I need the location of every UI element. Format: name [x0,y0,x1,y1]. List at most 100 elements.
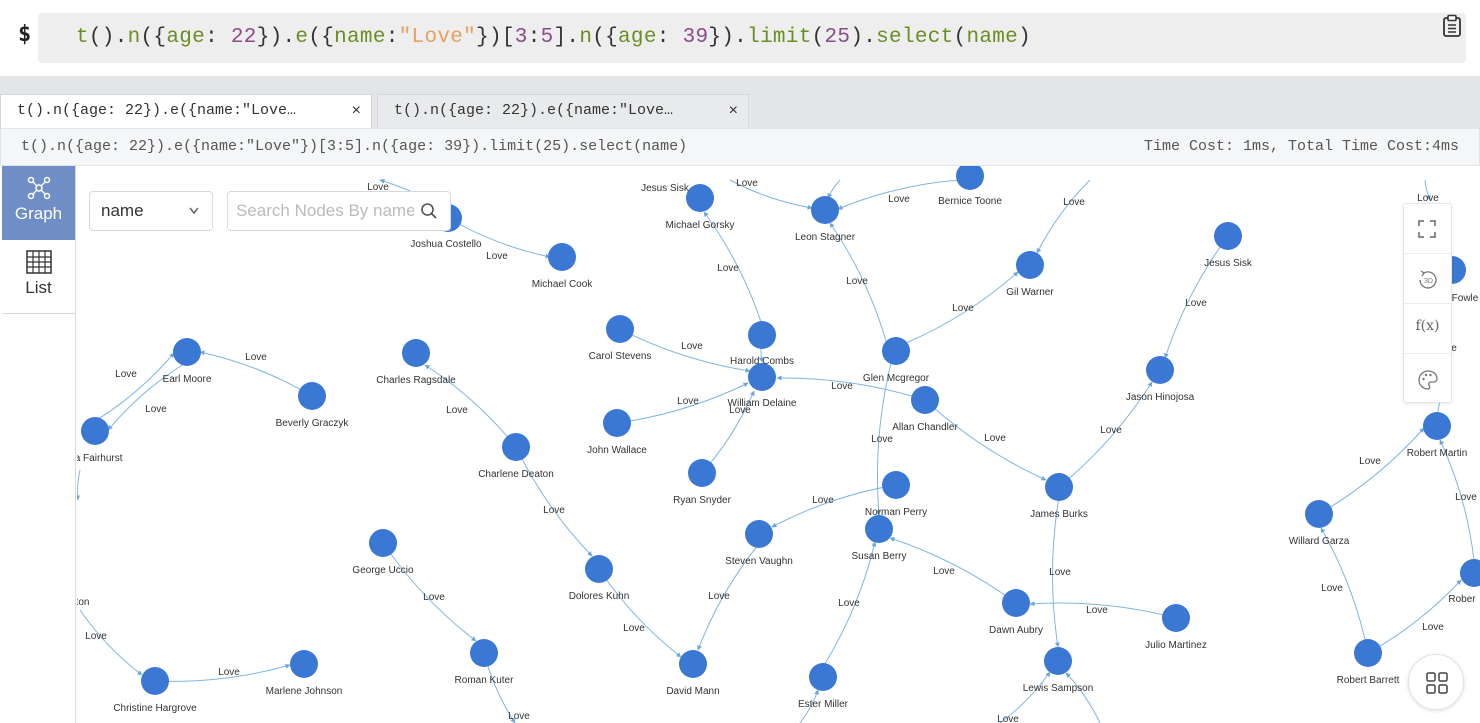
graph-node[interactable] [686,184,714,212]
view-switcher: Graph List [0,166,76,723]
graph-edge[interactable] [799,689,819,723]
graph-toolbar: 3D f(x) [1403,203,1452,403]
graph-edge[interactable] [1058,381,1153,488]
graph-node[interactable] [1162,604,1190,632]
graph-node[interactable] [606,315,634,343]
graph-edge[interactable] [822,541,877,668]
graph-edge[interactable] [829,222,887,342]
graph-edge[interactable] [697,543,760,651]
graph-edge[interactable] [703,211,763,326]
graph-edge[interactable] [776,375,926,401]
clipboard-icon[interactable] [1442,14,1464,38]
graph-node[interactable] [882,471,910,499]
graph-edge[interactable] [1065,672,1101,723]
graph-edge[interactable] [837,179,961,210]
layout-button[interactable] [1408,654,1464,710]
graph-edge[interactable] [1036,179,1091,254]
graph-edge[interactable] [1318,427,1425,515]
graph-node[interactable] [1460,559,1480,587]
graph-edge[interactable] [1164,235,1229,359]
graph-edge[interactable] [154,663,291,682]
graph-edge[interactable] [1424,179,1431,201]
graph-edge[interactable] [729,179,813,210]
graph-node[interactable] [956,166,984,190]
fullscreen-button[interactable] [1404,204,1451,254]
graph-node[interactable] [865,515,893,543]
graph-node[interactable] [470,639,498,667]
graph-edge[interactable] [771,484,897,528]
graph-node[interactable] [1016,251,1044,279]
query-token: 22 [230,26,257,49]
node-search[interactable] [227,191,451,231]
list-view-button[interactable]: List [2,240,75,314]
graph-edge[interactable] [924,399,1047,481]
tab-result-1[interactable]: t().n({age: 22}).e({name:"Love… × [0,94,372,128]
graph-edge[interactable] [79,609,143,676]
graph-node[interactable] [1305,500,1333,528]
edge-label: Love [812,495,834,506]
graph-node[interactable] [290,650,318,678]
query-editor[interactable]: t().n({age: 22}).e({name:"Love"})[3:5].n… [38,13,1466,63]
graph-node[interactable] [141,667,169,695]
node-label: Christine Hargrove [113,703,197,714]
graph-node[interactable] [502,433,530,461]
graph-node[interactable] [679,650,707,678]
graph-node[interactable] [1146,356,1174,384]
graph-node[interactable] [1214,222,1242,250]
graph-node[interactable] [369,529,397,557]
graph-node[interactable] [548,243,576,271]
node-label: Earl Moore [163,374,212,385]
graph-node[interactable] [1002,589,1030,617]
close-icon[interactable]: × [728,102,738,119]
view-3d-button[interactable]: 3D [1404,254,1451,304]
graph-node[interactable] [81,417,109,445]
graph-edge[interactable] [827,179,841,199]
graph-node[interactable] [173,338,201,366]
search-input[interactable] [236,192,414,230]
graph-edge[interactable] [905,271,1019,344]
graph-node[interactable] [1354,639,1382,667]
graph-edge[interactable] [1320,527,1369,654]
graph-edge[interactable] [1367,579,1462,654]
graph-node[interactable] [1423,412,1451,440]
graph-canvas[interactable]: LoveLoveLoveLoveLoveLoveLoveLoveLoveLove… [77,166,1480,723]
graph-edge[interactable] [616,382,749,424]
graph-edge[interactable] [999,671,1051,723]
graph-edge[interactable] [1051,496,1060,648]
graph-node[interactable] [1044,647,1072,675]
graph-node[interactable] [911,386,939,414]
edge-label: Love [1049,567,1071,578]
graph-edge[interactable] [515,446,593,557]
close-icon[interactable]: × [351,102,361,119]
graph-edge[interactable] [77,469,81,501]
graph-edge[interactable] [1029,601,1177,619]
graph-node[interactable] [603,409,631,437]
graph-node[interactable] [882,337,910,365]
graph-node[interactable] [748,321,776,349]
tab-result-2[interactable]: t().n({age: 22}).e({name:"Love… × [377,94,749,128]
property-select[interactable]: name [89,191,213,231]
graph-edge[interactable] [1439,439,1475,561]
graph-node[interactable] [748,363,776,391]
search-icon[interactable] [420,202,438,220]
node-label: Joshua Costello [410,239,482,250]
graph-node[interactable] [585,555,613,583]
graph-edge[interactable] [889,537,1017,604]
graph-node[interactable] [745,520,773,548]
graph-node[interactable] [688,459,716,487]
graph-edge[interactable] [382,542,477,642]
query-token: n [579,26,593,49]
graph-node[interactable] [809,663,837,691]
graph-node[interactable] [298,382,326,410]
graph-node[interactable] [1045,473,1073,501]
graph-view-button[interactable]: Graph [2,166,75,240]
graph-edge[interactable] [876,362,892,516]
graph-edge[interactable] [598,568,682,658]
graph-edge[interactable] [107,361,188,431]
graph-edge[interactable] [619,328,751,373]
graph-node[interactable] [811,196,839,224]
graph-edge[interactable] [94,352,175,422]
style-button[interactable] [1404,354,1451,404]
graph-node[interactable] [402,339,430,367]
function-button[interactable]: f(x) [1404,304,1451,354]
